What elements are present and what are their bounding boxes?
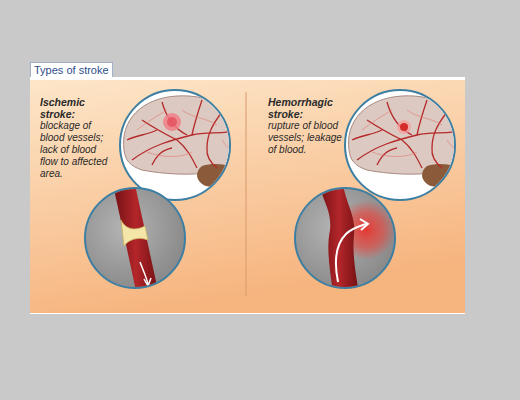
stroke-description: blockage of blood vessels; lack of blood… — [40, 120, 114, 180]
divider-line — [246, 92, 247, 296]
brain-drawing — [349, 96, 468, 187]
brain-drawing — [124, 96, 243, 187]
vessel-drawing — [112, 180, 160, 300]
stroke-type-heading: Hemorrhagic stroke: — [268, 96, 342, 120]
stroke-type-heading: Ischemic stroke: — [40, 96, 114, 120]
vessel-drawing — [318, 180, 396, 300]
panel-title: Types of stroke — [30, 62, 113, 77]
stroke-description: rupture of blood vessels; leakage of blo… — [268, 120, 342, 156]
